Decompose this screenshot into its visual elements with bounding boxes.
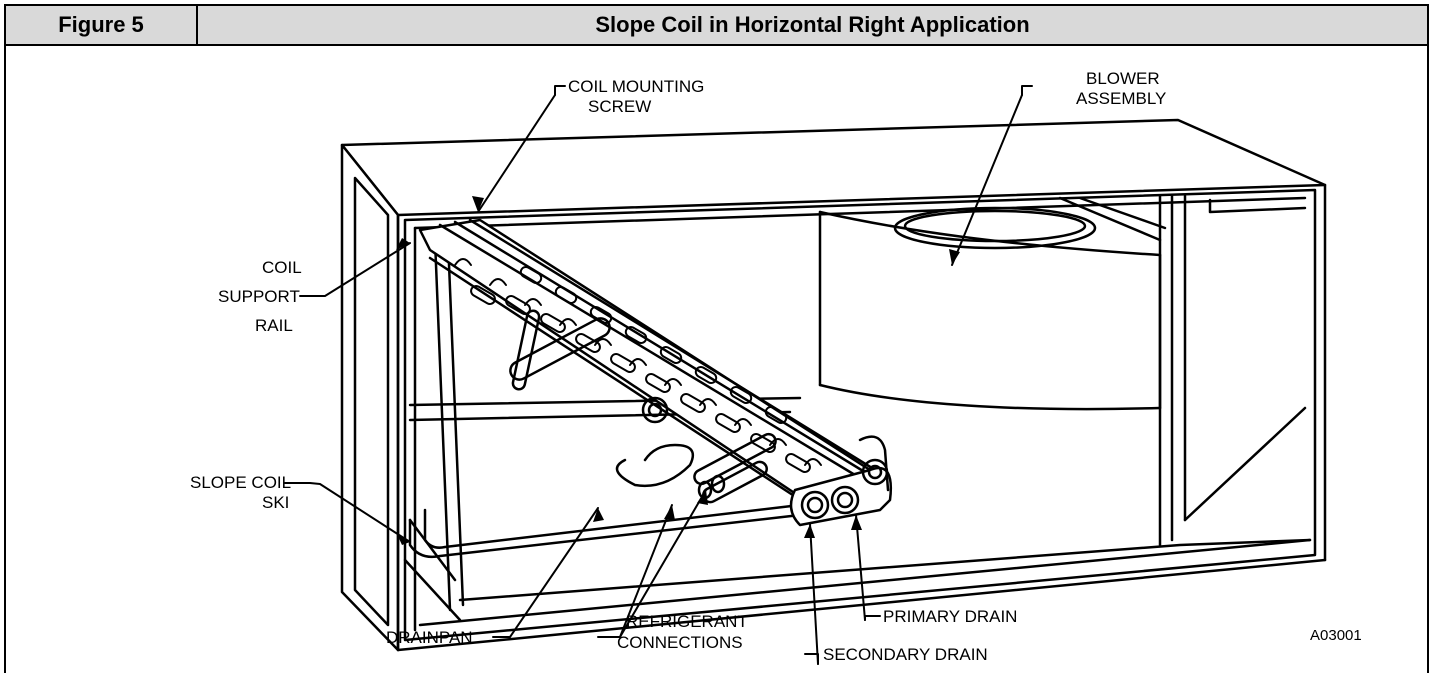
- figure-code: A03001: [1310, 627, 1362, 644]
- right-border: [1427, 44, 1429, 673]
- cabinet: [340, 118, 1327, 652]
- blower-assembly-label-1: BLOWER: [1086, 69, 1160, 88]
- refrigerant-connections-label-2: CONNECTIONS: [617, 633, 743, 652]
- coil-mounting-screw-label-2: SCREW: [588, 97, 651, 116]
- coil-support-rail-label-1: COIL: [262, 258, 302, 277]
- slope-coil-ski-label-2: SKI: [262, 493, 289, 512]
- blower-assembly-label-2: ASSEMBLY: [1076, 89, 1166, 108]
- coil-support-rail-label-2: SUPPORT: [218, 287, 300, 306]
- secondary-drain-label: SECONDARY DRAIN: [823, 645, 988, 664]
- drainpan: [403, 503, 802, 622]
- slope-coil: [418, 218, 874, 512]
- drain-fittings: [789, 435, 893, 527]
- drainpan-label: DRAINPAN: [386, 628, 473, 647]
- blower-assembly: [818, 206, 1162, 411]
- coil-support-rail-label-3: RAIL: [255, 316, 293, 335]
- slope-coil-ski-label-1: SLOPE COIL: [190, 473, 291, 492]
- left-border: [4, 44, 6, 673]
- figure-number: Figure 5: [4, 4, 198, 46]
- arrowheads: [396, 196, 960, 545]
- primary-drain-label: PRIMARY DRAIN: [883, 607, 1017, 626]
- refrigerant-connections-label-1: REFRIGERANT: [626, 612, 748, 631]
- coil-mounting-screw-label-1: COIL MOUNTING: [568, 77, 704, 96]
- leader-lines: [284, 85, 1033, 665]
- figure-title: Slope Coil in Horizontal Right Applicati…: [196, 4, 1429, 46]
